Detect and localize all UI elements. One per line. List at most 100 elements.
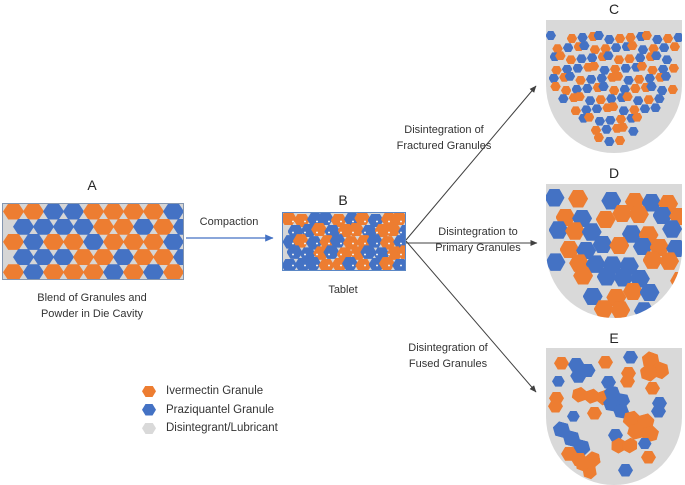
praziquantel-granule (163, 204, 183, 220)
ivermectin-granule (568, 93, 580, 103)
praziquantel-granule (662, 220, 682, 238)
praziquantel-granule (300, 223, 317, 238)
ivermectin-granule (356, 235, 373, 249)
ivermectin-granule (380, 213, 397, 226)
praziquantel-granule (619, 85, 630, 94)
ivermectin-granule (163, 264, 183, 279)
ivermectin-granule (593, 300, 614, 318)
praziquantel-granule (658, 43, 670, 53)
praziquantel-granule (133, 218, 154, 235)
ivermectin-granule (566, 34, 578, 43)
legend-item-disintegrant: Disintegrant/Lubricant (142, 419, 278, 438)
praziquantel-granule (601, 124, 612, 134)
praziquantel-granule (324, 224, 341, 239)
praziquantel-granule (632, 96, 644, 106)
praziquantel-granule (637, 45, 649, 55)
ivermectin-granule (559, 72, 570, 82)
praziquantel-granule (83, 233, 104, 250)
praziquantel-granule (594, 116, 605, 126)
praziquantel-granule (307, 213, 324, 226)
ivermectin-granule (589, 45, 601, 55)
praziquantel-granule (591, 104, 603, 114)
ivermectin-granule (350, 246, 366, 260)
ivermectin-granule (659, 252, 680, 270)
praziquantel-granule (283, 235, 299, 249)
praziquantel-granule (582, 84, 593, 93)
praziquantel-granule (53, 218, 74, 235)
praziquantel-granule (287, 224, 304, 239)
ivermectin-granule (645, 382, 660, 395)
ivermectin-granule (645, 52, 656, 62)
praziquantel-granule (548, 73, 559, 83)
blend-die-cavity (2, 203, 184, 280)
ivermectin-granule (313, 246, 330, 260)
stage-a-label: A (87, 177, 97, 193)
praziquantel-granule (646, 82, 657, 91)
praziquantel-granule (584, 96, 596, 106)
ivermectin-granule (348, 222, 364, 237)
ivermectin-granule (283, 213, 297, 225)
praziquantel-granule (558, 94, 569, 104)
praziquantel-granule (616, 93, 628, 103)
praziquantel-granule (586, 53, 598, 63)
praziquantel-granule (613, 269, 634, 287)
praziquantel-granule (635, 32, 647, 41)
ivermectin-granule (583, 62, 594, 72)
ivermectin-granule (624, 54, 635, 64)
ivermectin-granule (354, 213, 371, 225)
stage-a-caption: Blend of Granules and Powder in Die Cavi… (37, 292, 147, 320)
ivermectin-granule (343, 236, 359, 250)
ivermectin-granule (559, 240, 580, 259)
ivermectin-granule (337, 223, 354, 238)
praziquantel-granule (392, 258, 405, 270)
legend-label: Praziquantel Granule (166, 403, 275, 416)
praziquantel-granule (596, 73, 607, 83)
vessel-c-label: C (608, 1, 620, 17)
ivermectin-granule (384, 222, 401, 237)
praziquantel-granule (639, 283, 660, 302)
praziquantel-granule (631, 62, 642, 72)
ivermectin-granule (609, 64, 621, 74)
praziquantel-granule (582, 287, 603, 306)
ivermectin-granule (83, 204, 104, 220)
praziquantel-granule (552, 376, 565, 387)
ivermectin-granule (610, 301, 631, 318)
praziquantel-granule (283, 258, 298, 270)
praziquantel-granule (652, 35, 663, 44)
praziquantel-granule (549, 52, 560, 62)
ivermectin-granule (617, 122, 628, 132)
praziquantel-granule (342, 256, 358, 270)
ivermectin-granule (597, 52, 608, 62)
praziquantel-granule (13, 249, 34, 266)
ivermectin-granule (397, 245, 405, 259)
vessel-c (546, 20, 682, 153)
praziquantel-granule (621, 42, 632, 52)
praziquantel-granule (23, 264, 44, 279)
ivermectin-granule (565, 55, 577, 65)
ivermectin-granule (153, 249, 174, 266)
praziquantel-granule (317, 213, 334, 225)
praziquantel-granule (546, 31, 556, 40)
legend-label: Ivermectin Granule (166, 385, 264, 398)
ivermectin-granule (611, 123, 623, 133)
praziquantel-granule (585, 74, 597, 84)
praziquantel-granule (650, 103, 661, 113)
praziquantel-granule (654, 94, 665, 104)
praziquantel-granule (366, 234, 383, 248)
ivermectin-granule (642, 251, 663, 269)
praziquantel-granule (581, 105, 592, 115)
ivermectin-granule (43, 233, 64, 250)
ivermectin-granule (655, 72, 666, 82)
ivermectin-granule (550, 82, 561, 91)
praziquantel-granule (367, 213, 384, 227)
ivermectin-granule (636, 61, 648, 71)
praziquantel-granule (23, 233, 44, 250)
praziquantel-granule (634, 53, 646, 63)
praziquantel-granule (163, 233, 183, 250)
ivermectin-granule (330, 213, 347, 227)
ivermectin-granule (633, 74, 645, 84)
praziquantel-granule (620, 63, 631, 73)
ivermectin-granule (93, 218, 114, 235)
stage-b-label: B (338, 192, 348, 208)
ivermectin-granule (641, 31, 652, 40)
